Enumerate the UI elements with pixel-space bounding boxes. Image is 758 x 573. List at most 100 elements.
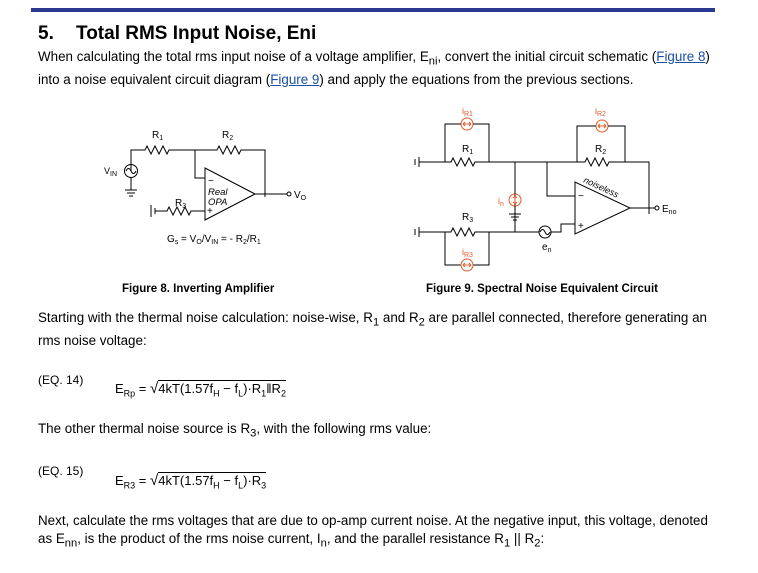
para4-sub-2: n	[320, 537, 327, 550]
fig9-ir3-source	[460, 258, 474, 272]
section-title: Total RMS Input Noise, Eni	[76, 23, 317, 44]
eq14-radicand: 4kT(1.57fH − fL)·R1‖R2	[158, 380, 286, 399]
section-heading: 5. Total RMS Input Noise, Eni	[38, 23, 316, 45]
para3-text-1: The other thermal noise source is R	[38, 421, 251, 436]
thermal-noise-paragraph: Starting with the thermal noise calculat…	[38, 309, 728, 350]
eq15-sqrt: √	[150, 472, 159, 489]
intro-text-5: ) and apply the equations from the previ…	[319, 71, 634, 87]
para4-sub-1: nn	[64, 537, 78, 550]
fig9-in-label: in	[498, 196, 504, 208]
fig8-inv-input-wire	[194, 170, 205, 179]
figure-8-schematic: R1 R2 VIN − + Real OPA VO R3 Gs = VO/VIN…	[104, 130, 307, 246]
fig9-ir2-wires	[576, 125, 626, 162]
figure-9-link[interactable]: Figure 9	[270, 71, 320, 87]
fig9-r2-label: R2	[595, 144, 606, 156]
top-rule	[31, 8, 715, 12]
eq15-lhs: E	[115, 473, 124, 488]
fig8-opa-label: OPA	[208, 197, 227, 208]
fig8-ground	[125, 177, 137, 197]
fig9-ir2-label: iR2	[595, 106, 606, 118]
para4-text-5: || R	[510, 531, 535, 546]
figure-9-schematic: iR1 R1 in iR2 R2 − + noiseless Eno R3 iR…	[414, 106, 677, 272]
fig9-r2-resistor	[547, 156, 650, 214]
fig9-noiseless-label: noiseless	[582, 175, 621, 200]
para3-sub: 3	[250, 427, 257, 440]
eq14-equals: =	[135, 381, 151, 396]
fig8-plus: +	[207, 206, 213, 217]
intro-text-4: into a noise equivalent circuit diagram …	[38, 71, 271, 87]
fig8-r3-resistor	[150, 205, 205, 217]
figure-9-caption: Figure 9. Spectral Noise Equivalent Circ…	[426, 283, 658, 295]
fig8-vin-sine	[125, 168, 137, 174]
fig9-eno-label: Eno	[662, 204, 677, 216]
para2-text-3: are parallel connected, therefore genera…	[424, 310, 707, 325]
para4-text-1: Next, calculate the rms voltages that ar…	[38, 513, 708, 528]
fig8-r2-label: R2	[222, 130, 233, 142]
fig8-r1-label: R1	[152, 130, 163, 142]
fig9-ir1-arrow	[462, 121, 472, 127]
eq14-label: (EQ. 14)	[38, 373, 84, 387]
fig9-r3-label: R3	[462, 212, 473, 224]
para2-text-2: and R	[379, 310, 419, 325]
fig8-r3-label: R3	[175, 198, 186, 210]
fig8-r1-resistor	[130, 144, 196, 171]
fig9-ir3-label: iR3	[462, 247, 473, 259]
para2-text-4: rms noise voltage:	[38, 332, 147, 348]
para2-sub-2: 2	[418, 316, 425, 329]
eq14-lhs-sub: Rp	[123, 388, 136, 399]
fig9-ir1-label: iR1	[462, 106, 473, 118]
eq14-formula: ERp = √4kT(1.57fH − fL)·R1‖R2	[115, 380, 286, 399]
fig9-ir3-wires	[444, 232, 490, 266]
fig9-eno-node	[654, 205, 660, 211]
para4-sub-3: 1	[503, 537, 511, 550]
eq15-equals: =	[135, 473, 151, 488]
para2-sub-1: 1	[372, 316, 380, 329]
intro-paragraph: When calculating the total rms input noi…	[38, 48, 728, 89]
fig9-minus: −	[578, 191, 584, 202]
other-thermal-paragraph: The other thermal noise source is R3, wi…	[38, 420, 728, 443]
eq14-lhs: E	[115, 381, 124, 396]
section-number: 5.	[38, 23, 54, 44]
para4-text-2: as E	[38, 531, 65, 546]
fig8-minus: −	[208, 176, 214, 187]
fig9-plus: +	[578, 221, 584, 232]
fig9-r1-resistor	[414, 156, 515, 168]
fig8-r2-resistor	[195, 144, 266, 197]
fig8-opamp	[204, 167, 257, 221]
para3-text-2: , with the following rms value:	[256, 421, 432, 436]
eq15-label: (EQ. 15)	[38, 464, 84, 478]
fig9-in-wires	[509, 162, 521, 221]
fig9-en-sine	[539, 229, 551, 235]
eq14-sqrt: √	[150, 380, 159, 397]
para2-text-1: Starting with the thermal noise calculat…	[38, 310, 373, 325]
fig8-vo-label: VO	[294, 190, 307, 202]
para4-text-6: :	[540, 531, 545, 546]
fig8-vin-label: VIN	[104, 166, 117, 178]
fig9-en-label: en	[542, 242, 552, 254]
fig9-r3-resistor	[414, 226, 539, 238]
eni-subscript: ni	[428, 55, 438, 68]
intro-text-1: When calculating the total rms input noi…	[38, 49, 429, 64]
figure-8-caption: Figure 8. Inverting Amplifier	[122, 283, 275, 295]
para4-text-4: , and the parallel resistance R	[326, 531, 504, 546]
para4-text-3: , is the product of the rms noise curren…	[77, 531, 321, 546]
para4-sub-4: 2	[534, 537, 541, 550]
fig8-vo-node	[286, 191, 292, 197]
intro-text-3: )	[705, 49, 710, 64]
eq15-radicand: 4kT(1.57fH − fL)·R3	[158, 472, 267, 491]
eq15-formula: ER3 = √4kT(1.57fH − fL)·R3	[115, 472, 267, 491]
eq15-lhs-sub: R3	[123, 480, 136, 491]
figure-8-link[interactable]: Figure 8	[656, 49, 706, 64]
fig8-gain-equation: Gs = VO/VIN = - R2/R1	[167, 234, 261, 246]
fig9-en-wire	[551, 223, 575, 233]
fig9-ir2-arrow	[597, 123, 607, 129]
fig8-opa-real: Real	[208, 187, 228, 198]
fig9-inv-input-wire	[515, 161, 575, 197]
fig9-opamp	[574, 181, 632, 235]
intro-text-2: , convert the initial circuit schematic …	[437, 49, 657, 64]
current-noise-paragraph: Next, calculate the rms voltages that ar…	[38, 512, 728, 553]
fig9-in-arrow	[512, 195, 518, 205]
fig9-ir1-wires	[444, 123, 490, 162]
fig9-r1-node-wire	[489, 161, 516, 232]
fig9-r1-label: R1	[462, 144, 473, 156]
